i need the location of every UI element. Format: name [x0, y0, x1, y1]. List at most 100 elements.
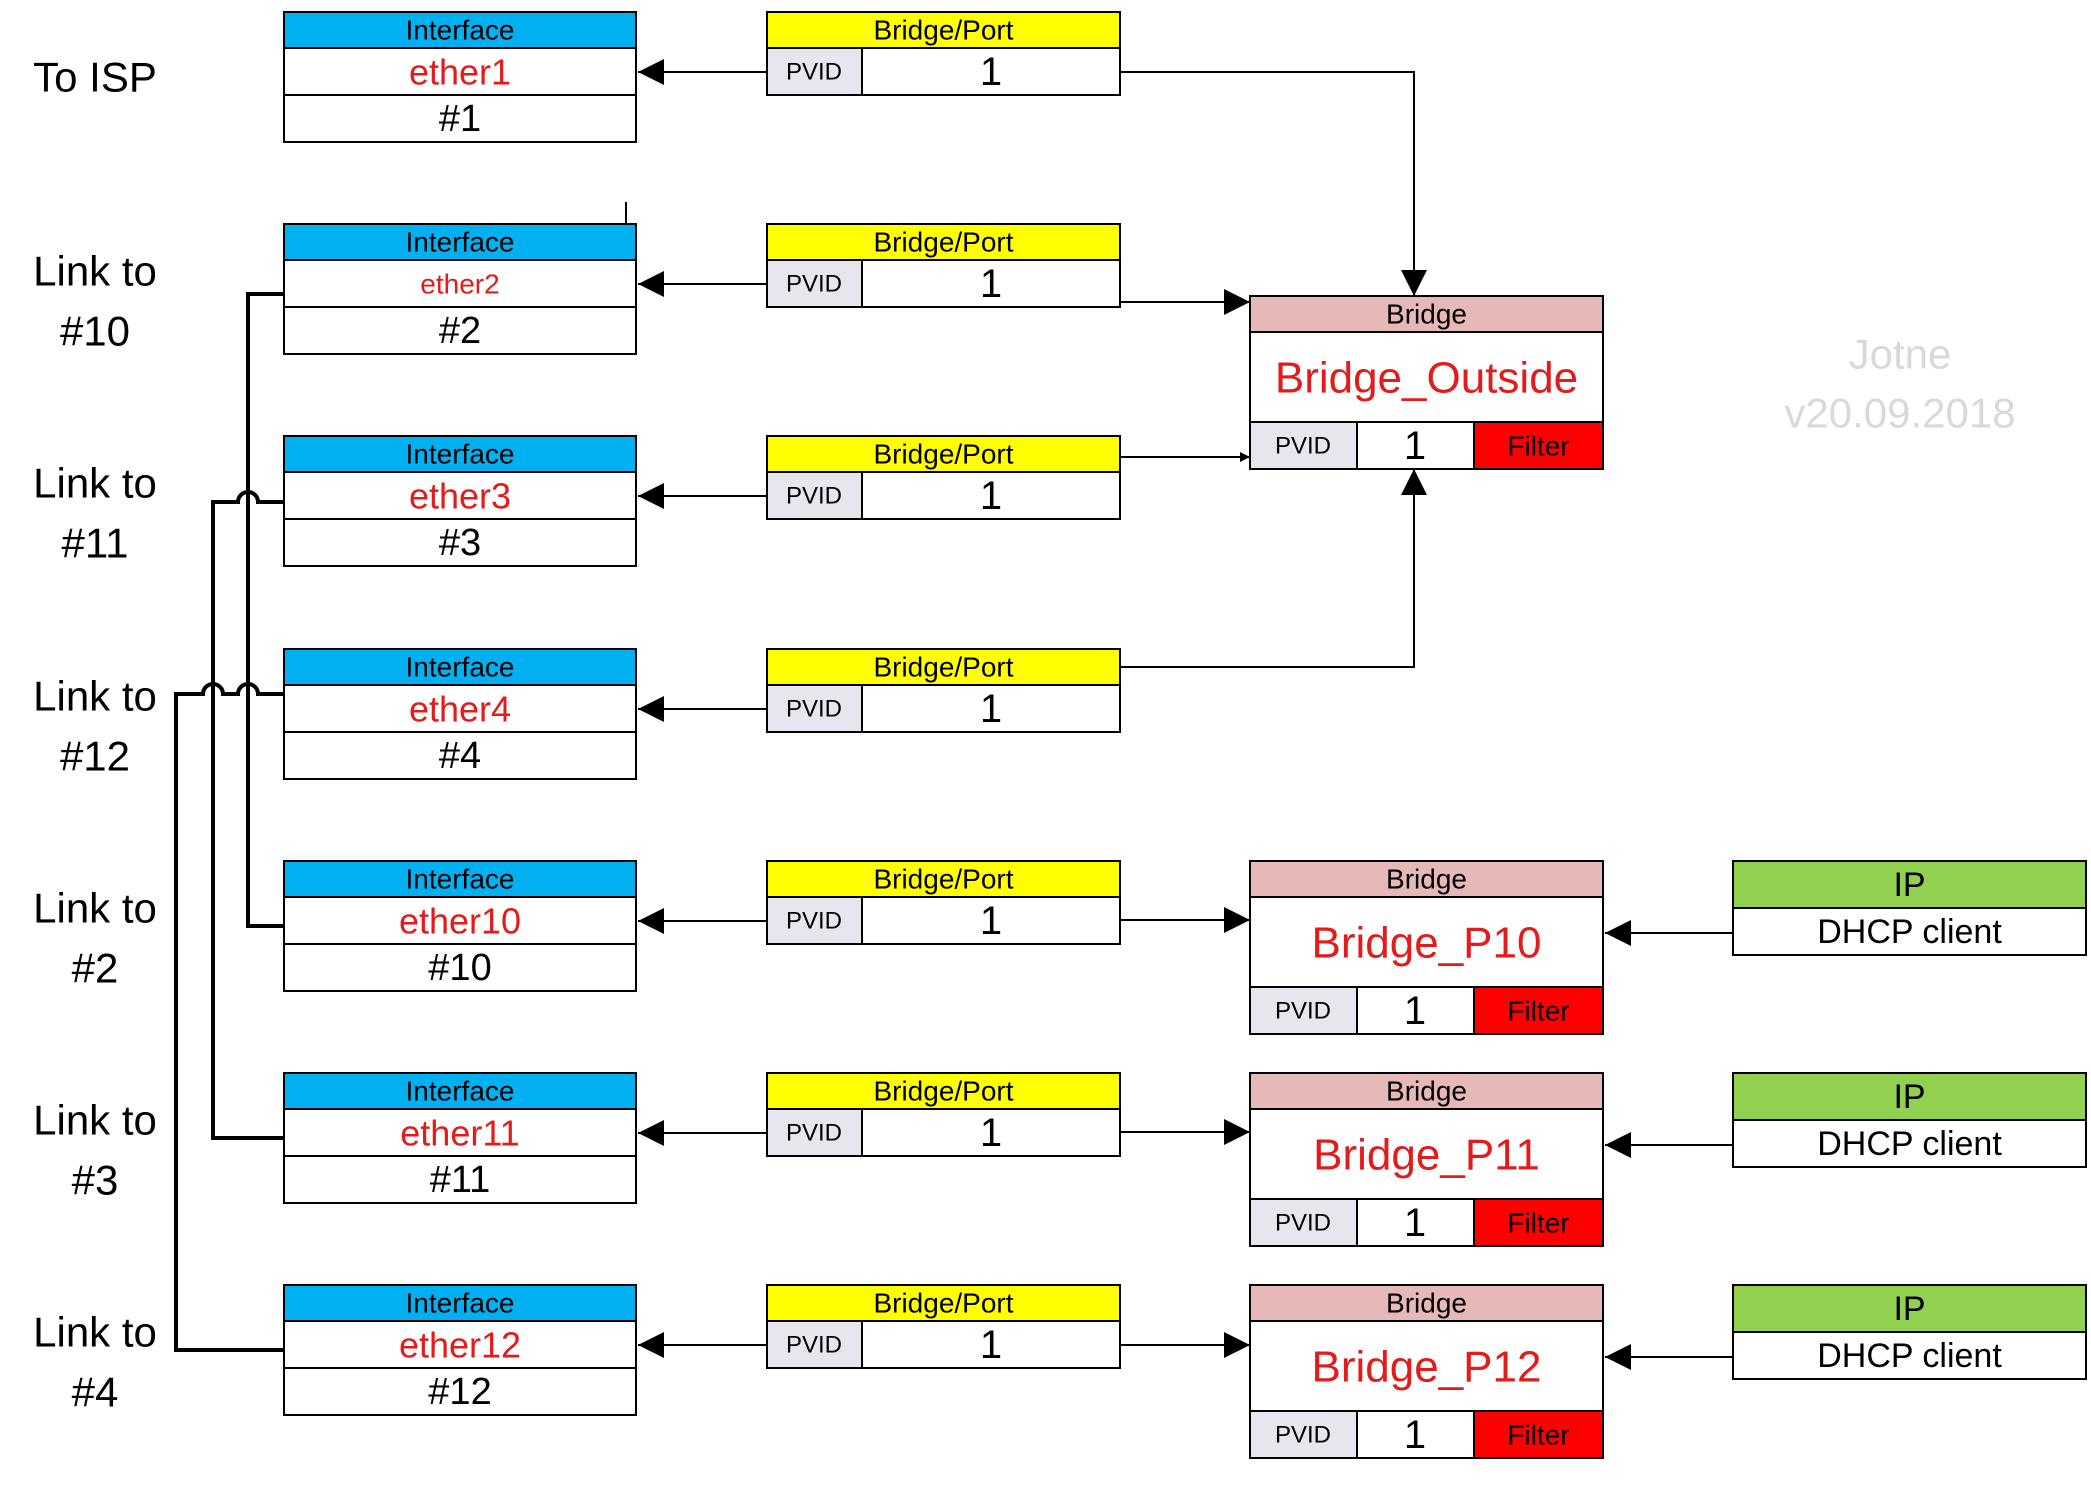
bridge-pvid-value-cell [1356, 1198, 1475, 1247]
row-label-line2: #4 [72, 1369, 119, 1416]
ip-body-box [1732, 907, 2087, 956]
interface-name-box [283, 259, 637, 308]
row-label-line2: #3 [72, 1157, 119, 1204]
bridge-name: Bridge_P10 [1312, 919, 1542, 968]
pvid-label-cell [766, 259, 863, 308]
bridge-header: Bridge [1386, 1288, 1467, 1319]
row-label-line2: #12 [60, 733, 130, 780]
port4-to-outside-arrow [1120, 469, 1427, 668]
bridge-name: Bridge_P11 [1313, 1131, 1540, 1180]
interface-name-box [283, 896, 637, 945]
bridge-port-header: Bridge/Port [873, 15, 1013, 46]
bridge-name: Bridge_Outside [1275, 354, 1578, 403]
pvid-value: 1 [980, 1111, 1002, 1155]
interface-header-box [283, 1284, 637, 1322]
interface-number: #3 [439, 522, 481, 564]
pvid-value-cell [861, 1320, 1121, 1369]
bridge-name-box [1249, 1320, 1604, 1412]
watermark-line1: Jotne [1849, 331, 1952, 378]
interface-name: ether1 [409, 52, 511, 93]
interface-name: ether12 [399, 1325, 521, 1366]
link-ether3-ether11 [211, 490, 284, 1140]
pvid-label: PVID [786, 483, 842, 510]
interface-number-box [283, 731, 637, 780]
pvid-label-cell [766, 1108, 863, 1157]
interface-number-box [283, 94, 637, 143]
ip-body: DHCP client [1817, 1337, 2002, 1375]
interface-header: Interface [406, 652, 515, 683]
pvid-label-cell [766, 47, 863, 96]
row-label-line2: #2 [72, 945, 119, 992]
pvid-value: 1 [980, 262, 1002, 306]
pvid-label-cell [766, 684, 863, 733]
pvid-value: 1 [980, 474, 1002, 518]
row-label-line1: Link to [33, 1097, 157, 1144]
filter-cell [1473, 986, 1604, 1035]
interface-name: ether3 [409, 476, 511, 517]
pvid-label: PVID [786, 271, 842, 298]
pvid-value: 1 [980, 50, 1002, 94]
bridge-pvid-label-cell [1249, 986, 1358, 1035]
filter-label: Filter [1507, 1420, 1569, 1451]
interface-name-box [283, 471, 637, 520]
filter-label: Filter [1507, 1208, 1569, 1239]
interface-number-box [283, 1367, 637, 1416]
interface-header: Interface [406, 1288, 515, 1319]
bridge-header-box [1249, 295, 1604, 333]
interface-number: #11 [430, 1159, 491, 1201]
bridge-pvid-value-cell [1356, 986, 1475, 1035]
connector-layer [174, 59, 1733, 1370]
bridge-pvid-value-cell [1356, 1410, 1475, 1459]
interface-number: #4 [439, 735, 481, 777]
pvid-value: 1 [980, 687, 1002, 731]
interface-header: Interface [406, 227, 515, 258]
interface-name: ether11 [400, 1113, 519, 1154]
filter-cell [1473, 1410, 1604, 1459]
bridge-port-header-box [766, 11, 1121, 49]
pvid-value-cell [861, 1108, 1121, 1157]
interface-header: Interface [406, 1076, 515, 1107]
ip-body: DHCP client [1817, 1125, 2002, 1163]
bridge-header: Bridge [1386, 864, 1467, 895]
bridge-pvid-label-cell [1249, 1198, 1358, 1247]
filter-label: Filter [1507, 431, 1569, 462]
pvid-label: PVID [786, 59, 842, 86]
row-label-line2: #10 [60, 308, 130, 355]
row-label: To ISP [33, 54, 157, 101]
row-label-line1: Link to [33, 885, 157, 932]
row-label-line1: Link to [33, 460, 157, 507]
ip-header-box [1732, 1284, 2087, 1333]
ip-body-box [1732, 1331, 2087, 1380]
bridge-name-box [1249, 896, 1604, 988]
row-label-line2: #11 [62, 520, 129, 567]
pvid-label: PVID [786, 1120, 842, 1147]
bridge-name: Bridge_P12 [1312, 1343, 1542, 1392]
row-label-line1: Link to [33, 673, 157, 720]
interface-header: Interface [406, 864, 515, 895]
interface-number: #10 [428, 947, 491, 989]
pvid-value-cell [861, 896, 1121, 945]
pvid-value-cell [861, 259, 1121, 308]
bridge-pvid-label-cell [1249, 1410, 1358, 1459]
interface-number-box [283, 306, 637, 355]
bridge-pvid-label: PVID [1275, 1422, 1331, 1449]
interface-number-box [283, 518, 637, 567]
link-ether2-ether10 [246, 292, 284, 928]
link-ether4-ether12 [174, 682, 284, 1352]
pvid-value: 1 [980, 1323, 1002, 1367]
pvid-label-cell [766, 1320, 863, 1369]
bridge-pvid-value-cell [1356, 421, 1475, 470]
pvid-label: PVID [786, 1332, 842, 1359]
row-label-line1: Link to [33, 1309, 157, 1356]
bridge-port-header-box [766, 1284, 1121, 1322]
interface-number: #1 [439, 98, 481, 140]
pvid-value: 1 [980, 899, 1002, 943]
interface-name-box [283, 1108, 637, 1157]
interface-name: ether4 [409, 689, 511, 730]
bridge-pvid-label: PVID [1275, 433, 1331, 460]
pvid-label: PVID [786, 908, 842, 935]
interface-number: #12 [428, 1371, 491, 1413]
ip-header: IP [1893, 1078, 1925, 1116]
